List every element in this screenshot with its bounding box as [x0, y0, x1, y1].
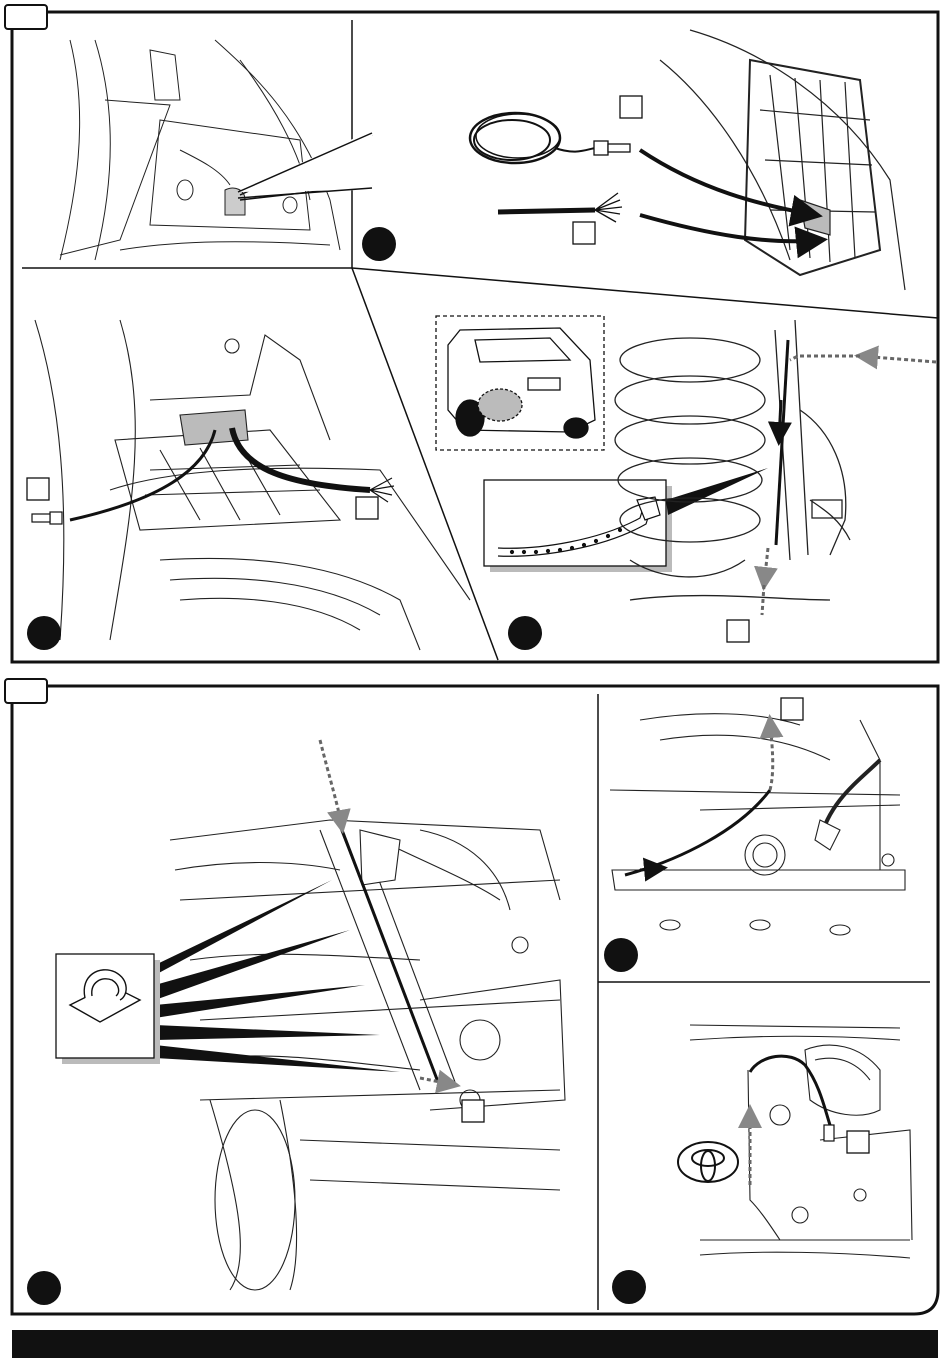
callout-box — [727, 620, 749, 642]
callout-box — [27, 478, 49, 500]
routing-arrow — [640, 150, 815, 215]
callout-box — [847, 1131, 869, 1153]
section-2-tab — [4, 678, 48, 704]
routing-arrow — [770, 720, 773, 790]
cable-route — [625, 790, 770, 875]
step-dot — [604, 938, 638, 972]
routing-arrow — [640, 868, 662, 870]
wire-bundle — [498, 193, 622, 222]
callout-box — [620, 96, 642, 118]
routing-arrow — [779, 400, 781, 440]
cable-route — [232, 428, 370, 490]
step-dot — [362, 227, 396, 261]
wheel-arch-cavity — [60, 40, 340, 260]
step-dot — [508, 616, 542, 650]
section-1-tab — [4, 4, 48, 30]
step-dot — [27, 616, 61, 650]
routing-arrow — [764, 548, 768, 585]
callout-box — [356, 497, 378, 519]
boot-cavity-routing — [35, 320, 470, 650]
routing-arrow — [640, 215, 820, 241]
step-dot — [612, 1270, 646, 1304]
routing-arrow — [860, 356, 936, 362]
callout-box — [462, 1100, 484, 1122]
callout-box — [781, 698, 803, 720]
routing-arrow — [320, 740, 342, 828]
callout-box — [573, 222, 595, 244]
toyota-logo — [678, 1142, 738, 1182]
clip-callout-wedges — [155, 880, 400, 1072]
connector-plug — [32, 512, 62, 524]
engine-bay-routing — [610, 714, 905, 935]
step-dot — [27, 1271, 61, 1305]
wheel-arch-liner — [660, 30, 905, 290]
footer-bar — [12, 1330, 938, 1358]
connector-cable-coil — [470, 113, 630, 163]
